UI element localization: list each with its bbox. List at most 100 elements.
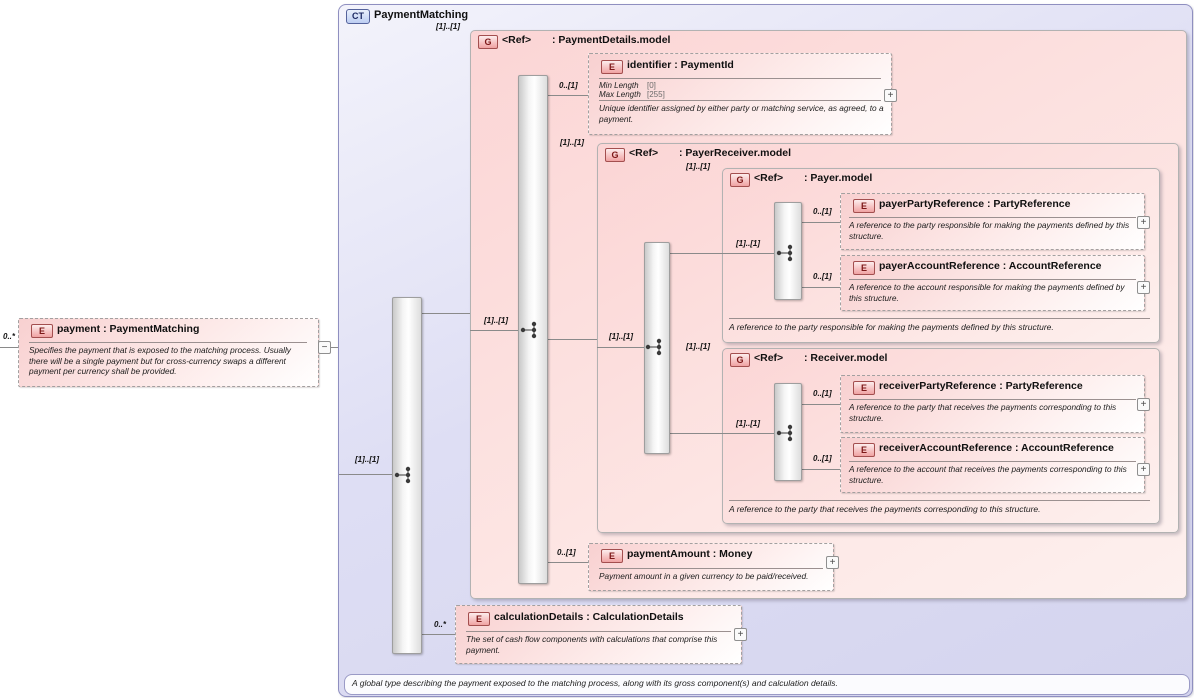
cardinality-label: [1]..[1] [736,239,760,248]
element-badge: E [468,612,490,626]
expand-icon[interactable]: + [826,556,839,569]
facet-label: Min Length [599,81,639,90]
element-description: Payment amount in a given currency to be… [599,571,809,581]
separator [849,399,1136,400]
connector-line [800,404,840,405]
element-description: A reference to the party that receives t… [849,402,1117,423]
complex-type-badge: CT [346,9,370,24]
element-title: identifier : PaymentId [627,59,734,71]
element-title: receiverAccountReference : AccountRefere… [879,442,1114,454]
sequence-compositor-icon [776,244,796,262]
separator [466,631,731,632]
facet-label: Max Length [599,90,641,99]
element-receiver-party-reference[interactable]: E receiverPartyReference : PartyReferenc… [840,375,1145,433]
expand-icon[interactable]: + [884,89,897,102]
cardinality-label: [1]..[1] [609,332,633,341]
connector-line [339,474,392,475]
element-badge: E [853,199,875,213]
connector-line [800,287,840,288]
element-title: payment : PaymentMatching [57,323,200,335]
element-payer-party-reference[interactable]: E payerPartyReference : PartyReference A… [840,193,1145,250]
separator [599,100,881,101]
element-badge: E [853,381,875,395]
group-type-label: : Payer.model [804,172,873,184]
separator [849,217,1136,218]
separator [599,568,823,569]
expand-icon[interactable]: + [1137,463,1150,476]
group-ref-label: <Ref> [754,172,784,184]
cardinality-label: 0..[1] [559,81,578,90]
element-badge: E [853,261,875,275]
group-type-label: : Receiver.model [804,352,888,364]
cardinality-label: [1]..[1] [436,22,460,31]
connector-line [470,330,518,331]
cardinality-label: 0..[1] [813,389,832,398]
connector-line [800,469,840,470]
connector-line [597,347,644,348]
connector-line [420,634,455,635]
element-payment[interactable]: E payment : PaymentMatching Specifies th… [18,318,319,387]
separator [849,279,1136,280]
group-ref-label: <Ref> [502,34,532,46]
element-receiver-account-reference[interactable]: E receiverAccountReference : AccountRefe… [840,437,1145,493]
element-identifier[interactable]: E identifier : PaymentId Min Length [0] … [588,53,892,135]
group-ref-label: <Ref> [629,147,659,159]
group-badge: G [730,173,750,187]
connector-line [420,313,470,314]
cardinality-label: [1]..[1] [686,342,710,351]
connector-line [668,433,774,434]
connector-line [546,562,588,563]
cardinality-label: 0..[1] [557,548,576,557]
cardinality-label: [1]..[1] [484,316,508,325]
facet-value: [255] [647,90,665,99]
group-ref-label: <Ref> [754,352,784,364]
connector-line [800,222,840,223]
separator [849,461,1136,462]
connector-line [668,253,774,254]
separator [729,318,1150,319]
element-payer-account-reference[interactable]: E payerAccountReference : AccountReferen… [840,255,1145,311]
element-calculation-details[interactable]: E calculationDetails : CalculationDetail… [455,605,742,664]
element-description: Unique identifier assigned by either par… [599,103,884,124]
cardinality-label: 0..* [3,332,16,341]
expand-icon[interactable]: + [1137,398,1150,411]
element-title: payerPartyReference : PartyReference [879,198,1071,210]
element-description: A reference to the party responsible for… [849,220,1130,241]
collapse-icon[interactable]: − [318,341,331,354]
element-title: payerAccountReference : AccountReference [879,260,1102,272]
element-title: receiverPartyReference : PartyReference [879,380,1083,392]
element-payment-amount[interactable]: E paymentAmount : Money Payment amount i… [588,543,834,591]
complex-type-title: PaymentMatching [374,9,469,21]
element-title: calculationDetails : CalculationDetails [494,611,684,623]
cardinality-label: [1]..[1] [736,419,760,428]
sequence-compositor-icon [520,321,540,339]
element-description: A reference to the account that receives… [849,464,1127,485]
group-badge: G [478,35,498,49]
cardinality-label: 0..[1] [813,454,832,463]
element-badge: E [31,324,53,338]
expand-icon[interactable]: + [1137,216,1150,229]
sequence-compositor-icon [394,466,414,484]
group-type-label: : PayerReceiver.model [679,147,792,159]
sequence-compositor-icon [645,338,665,356]
connector-line [546,339,597,340]
group-type-label: : PaymentDetails.model [552,34,671,46]
expand-icon[interactable]: + [734,628,747,641]
connector-line [546,95,588,96]
element-description: Specifies the payment that is exposed to… [29,345,291,376]
separator [729,500,1150,501]
expand-icon[interactable]: + [1137,281,1150,294]
group-annotation: A reference to the party that receives t… [729,504,1041,514]
group-badge: G [605,148,625,162]
cardinality-label: [1]..[1] [686,162,710,171]
type-annotation: A global type describing the payment exp… [344,674,1190,695]
group-annotation: A reference to the party responsible for… [729,322,1054,332]
element-badge: E [601,60,623,74]
element-title: paymentAmount : Money [627,548,753,560]
cardinality-label: [1]..[1] [560,138,584,147]
facet-value: [0] [647,81,656,90]
element-description: A reference to the account responsible f… [849,282,1125,303]
element-description: The set of cash flow components with cal… [466,634,718,655]
cardinality-label: 0..* [434,620,447,629]
